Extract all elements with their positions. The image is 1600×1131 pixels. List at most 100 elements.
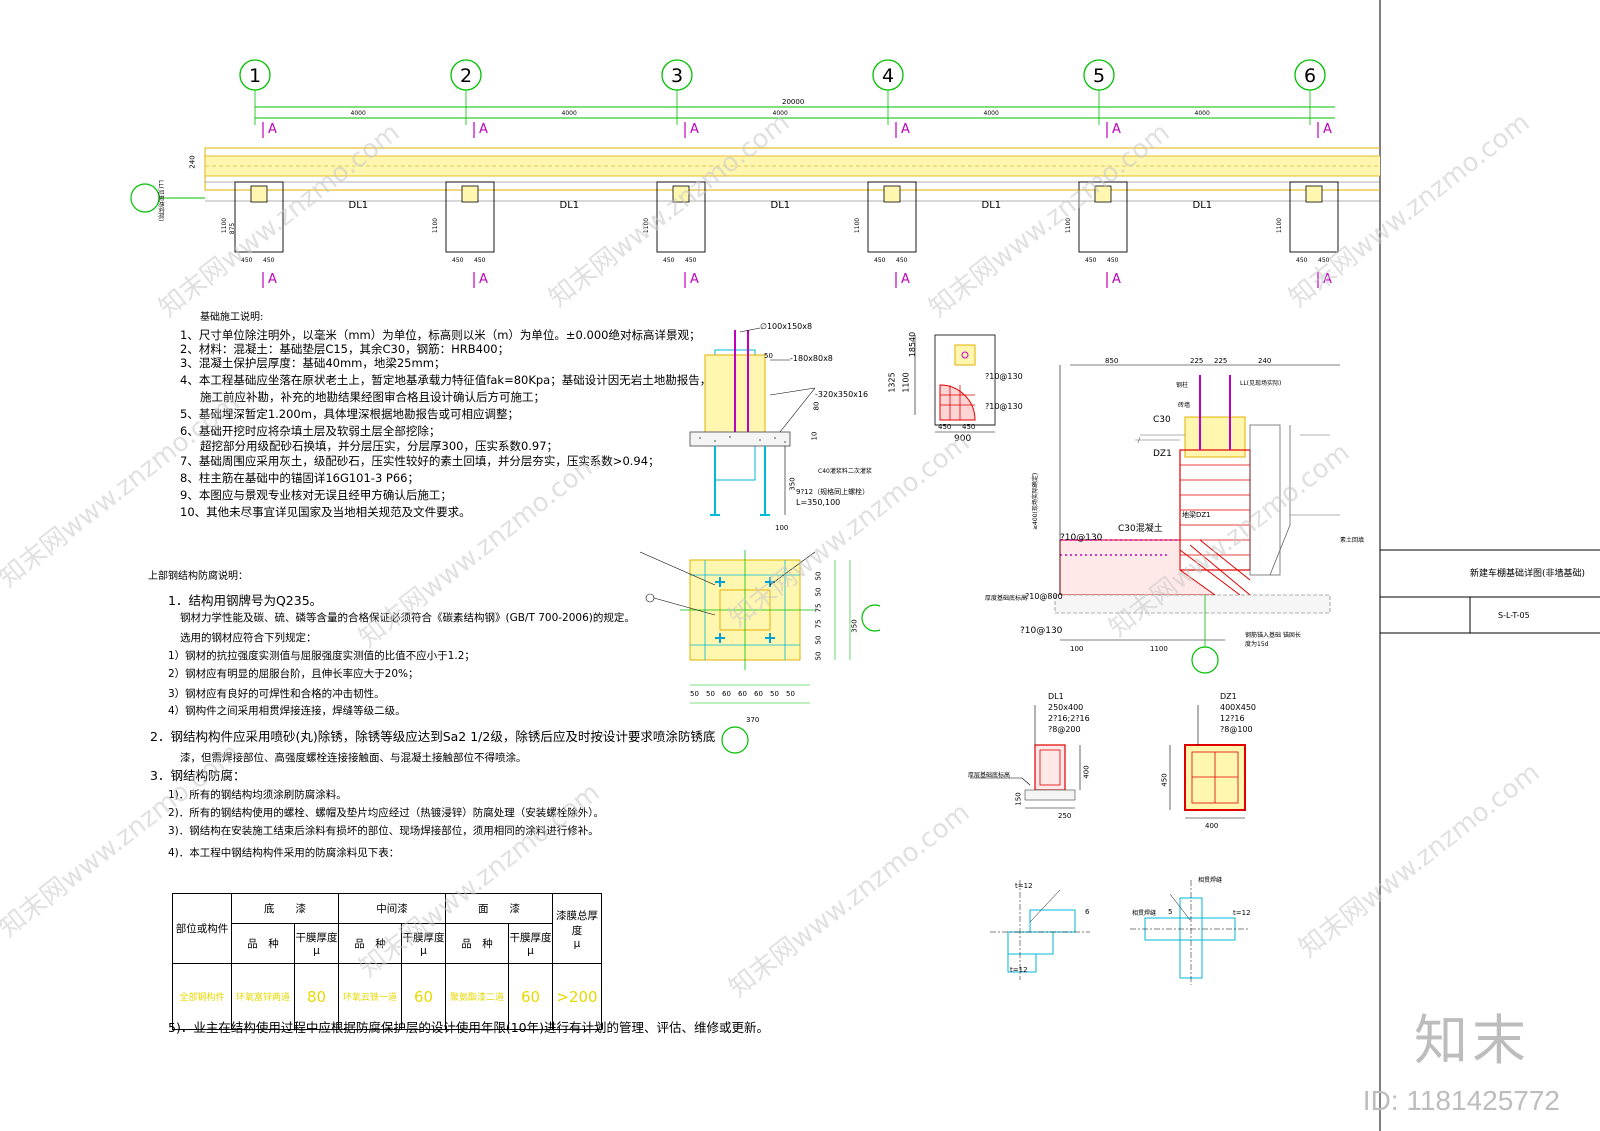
weld-joints bbox=[990, 880, 1250, 985]
pier-dim-right: 450 bbox=[896, 257, 908, 264]
sec-d225b: 225 bbox=[1214, 357, 1228, 365]
pier-dim-left: 450 bbox=[452, 257, 464, 264]
plan-dim-h: 50 bbox=[770, 690, 779, 698]
dl1-bot: 150 bbox=[1014, 792, 1023, 806]
span-dimension: 4000 bbox=[1194, 110, 1210, 117]
steel-note: 1)．所有的钢结构均须涂刷防腐涂料。 bbox=[168, 789, 347, 801]
section-mark-label: A bbox=[268, 272, 277, 287]
steel-notes-title: 上部钢结构防腐说明： bbox=[148, 571, 248, 582]
base-dim-350: 350 bbox=[788, 477, 797, 491]
pier-footing bbox=[656, 181, 706, 253]
joint-label-a: 相贯焊缝 bbox=[1198, 877, 1223, 884]
pier-w1: 450 bbox=[938, 423, 952, 431]
dl1-title: DL1 bbox=[1048, 692, 1064, 701]
span-dimension: 4000 bbox=[350, 110, 366, 117]
bolts-label: 9?12（规格同上螺栓） bbox=[796, 488, 870, 496]
dz1-section bbox=[1169, 705, 1246, 819]
sec-c30-mid: C30混凝土 bbox=[1118, 524, 1163, 534]
base-dim-50: 50 bbox=[764, 352, 773, 360]
paint-row-total: >200 bbox=[552, 963, 602, 1030]
beam-label: DL1 bbox=[559, 200, 580, 211]
joint-t3: t=12 bbox=[1233, 909, 1251, 917]
steel-note: 漆，但需焊接部位、高强度螺栓连接接触面、与混凝土接触部位不得喷涂。 bbox=[180, 752, 527, 764]
sec-soil: 素土回填 bbox=[1340, 537, 1365, 544]
foundation-note: 超挖部分用级配砂石换填，并分层压实，分层厚300，压实系数0.97； bbox=[200, 439, 559, 453]
steel-note: 2．钢结构构件应采用喷砂(丸)除锈，除锈等级应达到Sa2 1/2级，除锈后应及时… bbox=[150, 729, 716, 744]
steel-note: 2)．所有的钢结构使用的螺栓、螺帽及垫片均应经过（热镀浸锌）防腐处理（安装螺栓除… bbox=[168, 807, 605, 819]
joint-label-b: 相贯焊缝 bbox=[1132, 910, 1157, 917]
foundation-note: 3、混凝土保护层厚度：基础40mm，地梁25mm； bbox=[180, 356, 446, 370]
steel-note: 4)．本工程中钢结构构件采用的防腐涂料见下表： bbox=[168, 847, 400, 859]
axis-label: 1 bbox=[249, 65, 261, 87]
section-a bbox=[1054, 364, 1340, 674]
paint-row-mid-thick: 60 bbox=[401, 963, 446, 1030]
pier-dim-right: 450 bbox=[263, 257, 275, 264]
pier-column bbox=[1305, 185, 1323, 203]
beam-label: DL1 bbox=[348, 200, 369, 211]
plan-dim-h: 50 bbox=[690, 690, 699, 698]
pier-row bbox=[234, 122, 1339, 288]
paint-row-primer-thick: 80 bbox=[294, 963, 339, 1030]
paint-header-mid: 中间漆 bbox=[338, 893, 446, 924]
pier-wt: 900 bbox=[954, 434, 972, 444]
pier-dim-right: 450 bbox=[474, 257, 486, 264]
pier-dim-right: 450 bbox=[1318, 257, 1330, 264]
pier-column bbox=[461, 185, 479, 203]
pier-w2: 450 bbox=[962, 423, 976, 431]
section-mark-label: A bbox=[479, 122, 488, 137]
paint-sub-kind-1: 品 种 bbox=[231, 923, 295, 964]
dl1-stirrup: ?8@200 bbox=[1048, 725, 1081, 734]
plan-dim-h: 50 bbox=[706, 690, 715, 698]
paint-sub-kind-2: 品 种 bbox=[338, 923, 402, 964]
foundation-note: 7、基础周围应采用灰土，级配砂石，压实性较好的素土回填，并分层夯实，压实系数>0… bbox=[180, 454, 660, 468]
beam-label: DL1 bbox=[981, 200, 1002, 211]
steel-note: 3）钢材应有良好的可焊性和合格的冲击韧性。 bbox=[168, 688, 385, 700]
pier-footing bbox=[1078, 181, 1128, 253]
sec-c30-top: C30 bbox=[1153, 415, 1171, 425]
pier-dim-1325: 1325 bbox=[887, 372, 897, 393]
wall-dimension: 240 bbox=[188, 155, 197, 169]
section-mark-label: A bbox=[690, 122, 699, 137]
plan-dim-v: 50 bbox=[814, 635, 823, 645]
pier-dim-left: 450 bbox=[663, 257, 675, 264]
dz1-w: 400 bbox=[1205, 822, 1219, 830]
plan-dim-h: 50 bbox=[786, 690, 795, 698]
pier-footing bbox=[445, 181, 495, 253]
total-dimension: 20000 bbox=[782, 98, 805, 106]
steel-note: 钢材力学性能及碳、硫、磷等含量的合格保证必须符合《碳素结构钢》(GB/T 700… bbox=[180, 612, 635, 624]
pier-plan bbox=[914, 334, 996, 433]
pier-depth-dim: 1100 bbox=[1276, 217, 1284, 234]
dl1-base: 厚层基础底标高 bbox=[968, 772, 1011, 779]
base-plate-detail bbox=[639, 327, 880, 754]
plan-dim-v: 50 bbox=[814, 587, 823, 597]
pier-dim-left: 450 bbox=[1085, 257, 1097, 264]
axis-label: 2 bbox=[460, 65, 472, 87]
pier-column bbox=[1094, 185, 1112, 203]
paint-unit-2: μ bbox=[420, 945, 427, 957]
dz1-bars: 12?16 bbox=[1220, 714, 1245, 723]
dl1-h: 400 bbox=[1082, 765, 1091, 779]
pier-column bbox=[672, 185, 690, 203]
base-dim-80: 80 bbox=[812, 401, 821, 411]
steel-note: 3)．钢结构在安装施工结束后涂料有损坏的部位、现场焊接部位，须用相同的涂料进行修… bbox=[168, 825, 599, 837]
sec-rebar: ?10@130 bbox=[1060, 533, 1103, 543]
joint-w5: 5 bbox=[1168, 908, 1173, 916]
paint-row-primer-kind: 环氧富锌两道 bbox=[231, 963, 295, 1030]
span-dimension: 4000 bbox=[772, 110, 788, 117]
section-mark-label: A bbox=[690, 272, 699, 287]
pier-rebar-2: ?10@130 bbox=[985, 402, 1023, 411]
drawing-name: 新建车棚基础详图(非墙基础) bbox=[1470, 569, 1586, 579]
dz1-size: 400X450 bbox=[1220, 703, 1257, 712]
beam-label: DL1 bbox=[1192, 200, 1213, 211]
steel-note: 选用的钢材应符合下列规定： bbox=[180, 632, 317, 644]
pier-column bbox=[250, 185, 268, 203]
paint-total-label: 漆膜总厚度 bbox=[556, 909, 598, 937]
paint-row-top-kind: 聚氨酯漆二道 bbox=[445, 963, 509, 1030]
sec-h400: ≥400(现场实际确定) bbox=[1032, 472, 1039, 530]
paint-header-primer: 底 漆 bbox=[231, 893, 339, 924]
paint-row-part: 全部钢构件 bbox=[172, 963, 232, 1030]
section-mark-label: A bbox=[901, 272, 910, 287]
base-label: -320x350x16 bbox=[815, 390, 869, 399]
sec-d240: 240 bbox=[1258, 357, 1272, 365]
